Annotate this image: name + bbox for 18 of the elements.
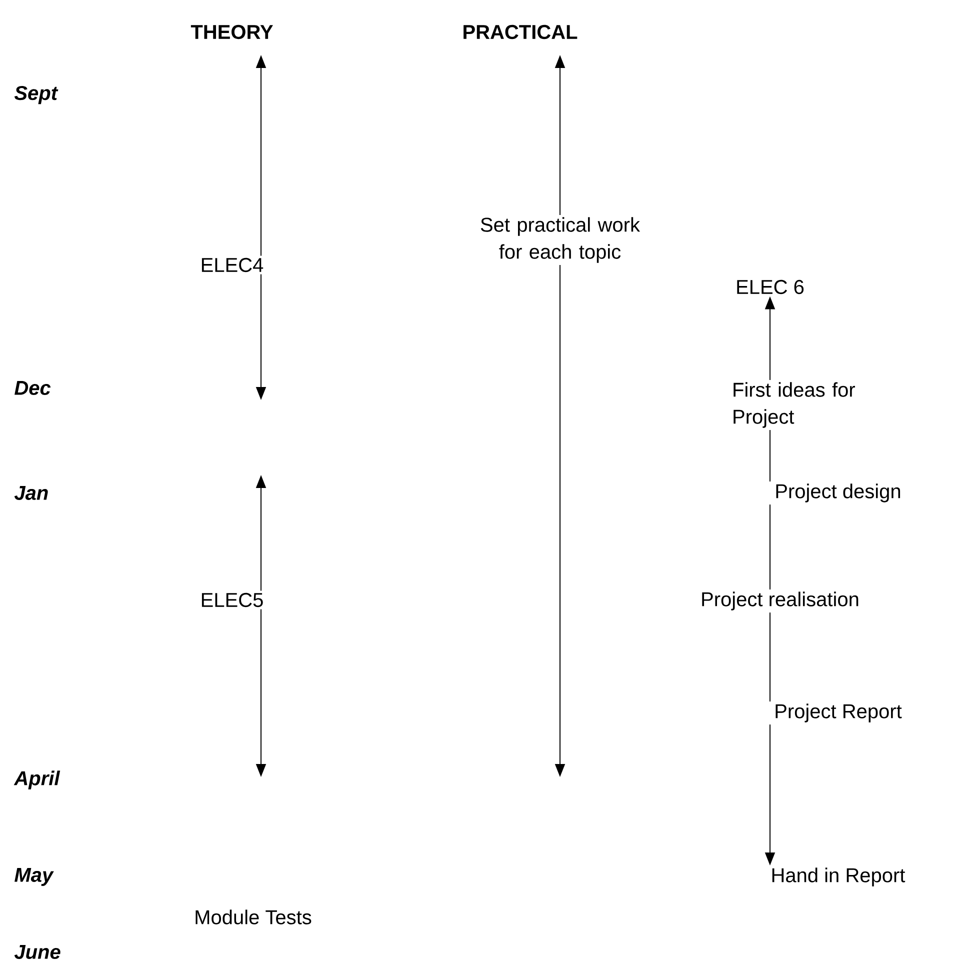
timeline-text: ELEC4 bbox=[202, 258, 264, 272]
timeline-text: Project realisation bbox=[702, 592, 858, 610]
timeline-text: ELEC 6 bbox=[737, 280, 804, 294]
column-heading: PRACTICAL bbox=[464, 24, 578, 40]
timeline-text: ELEC5 bbox=[202, 592, 263, 608]
timeline-text: Project design bbox=[776, 484, 900, 502]
timeline-text: Hand in Report bbox=[772, 868, 906, 886]
timeline-text: First ideas for Project bbox=[734, 382, 855, 428]
column-heading: THEORY bbox=[190, 24, 273, 40]
text-label: Module Tests bbox=[196, 910, 312, 924]
month-label: May bbox=[14, 868, 54, 886]
month-label: June bbox=[14, 945, 60, 959]
month-label: Sept bbox=[14, 86, 58, 104]
timeline-text: Project Report bbox=[776, 704, 902, 722]
month-label: Jan bbox=[14, 486, 48, 500]
timeline-text: Set practical work for each topic bbox=[480, 217, 640, 263]
month-label: Dec bbox=[14, 381, 51, 395]
month-label: April bbox=[14, 770, 60, 790]
